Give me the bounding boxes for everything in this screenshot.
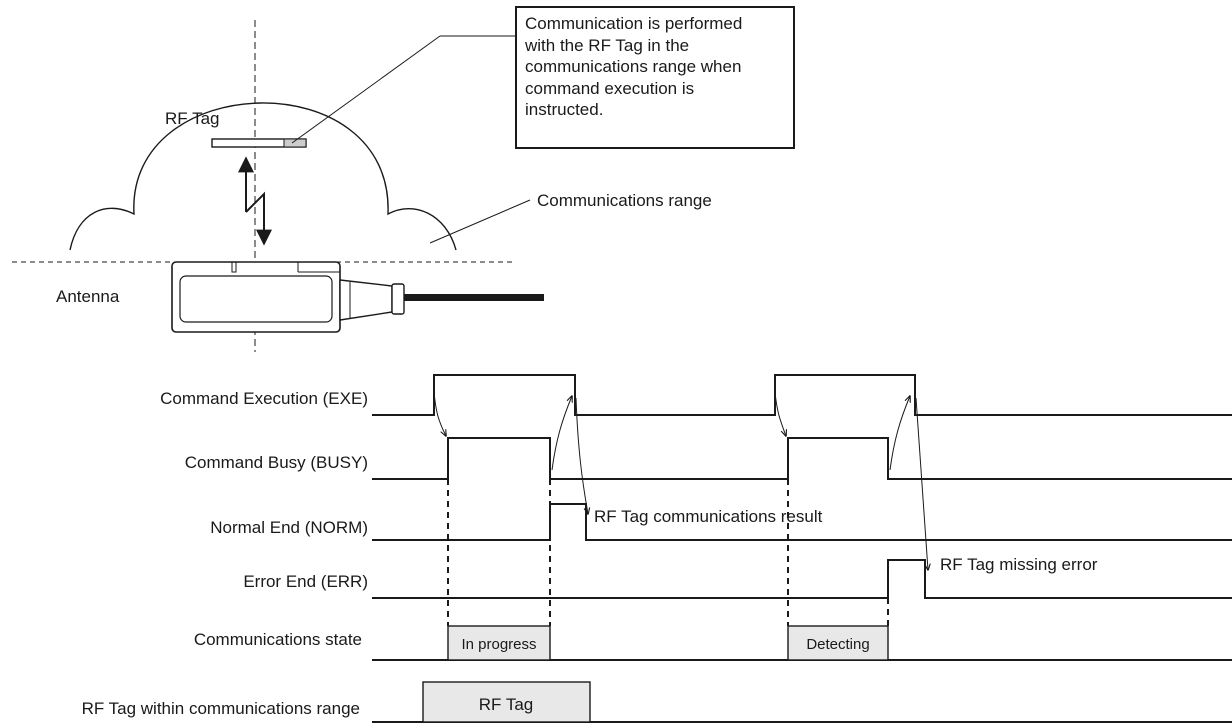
waveform-busy [372, 437, 1232, 480]
callout-line: communications range when [525, 57, 742, 76]
signal-label-busy: Command Busy (BUSY) [185, 453, 368, 472]
arrow-busy-to-exe-1 [551, 396, 572, 471]
err-annotation: RF Tag missing error [940, 555, 1098, 574]
signal-label-norm: Normal End (NORM) [210, 518, 368, 537]
callout-line: with the RF Tag in the [525, 35, 690, 55]
arrow-exe-to-busy-1 [433, 391, 446, 436]
rf-tag-presence-box [422, 681, 591, 723]
rf-tag-label: RF Tag [165, 109, 220, 128]
signal-label-comm-state: Communications state [194, 630, 362, 649]
callout-line: instructed. [525, 100, 604, 119]
antenna-label: Antenna [56, 287, 120, 306]
state-in-progress-label: In progress [461, 636, 536, 653]
timing-chart: Command Execution (EXE) Command Busy (BU… [82, 374, 1232, 723]
rf-tag-shape [211, 138, 307, 148]
antenna-illustration: RF Tag Antenna Communications range [12, 20, 712, 352]
signal-label-rf-tag-in-range: RF Tag within communications range [82, 699, 360, 718]
signal-label-exe: Command Execution (EXE) [160, 389, 368, 408]
rf-tag-presence-label: RF Tag [479, 695, 534, 714]
waveform-exe [372, 374, 1232, 416]
antenna-body [171, 261, 544, 333]
arrow-exe-to-err-2 [915, 397, 928, 570]
callout-line: command execution is [525, 78, 695, 98]
arrow-busy-to-exe-2 [889, 396, 910, 471]
callout-line: Communication is performed [525, 14, 743, 33]
range-leader-line [429, 199, 531, 244]
communications-range-outline [69, 102, 457, 251]
waveform-err [372, 559, 1232, 599]
waveform-norm [372, 503, 1232, 541]
arrow-exe-to-busy-2 [774, 391, 786, 436]
callout-box: Communication is performed with the RF T… [515, 6, 795, 149]
arrow-exe-to-norm-1 [575, 397, 588, 514]
callout-leader-line [291, 35, 441, 144]
state-detecting-label: Detecting [806, 636, 869, 653]
communications-range-label: Communications range [537, 191, 712, 210]
signal-label-err: Error End (ERR) [243, 572, 368, 591]
norm-annotation: RF Tag communications result [594, 507, 823, 526]
state-detecting-box [787, 625, 889, 661]
state-in-progress-box [447, 625, 551, 661]
communication-zigzag [245, 191, 265, 213]
